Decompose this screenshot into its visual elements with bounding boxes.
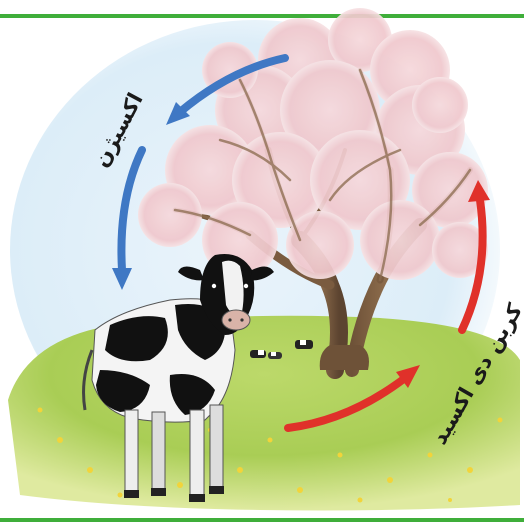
- tree-base: [320, 345, 369, 370]
- bottom-frame-line: [0, 518, 524, 522]
- top-frame-line: [0, 14, 524, 18]
